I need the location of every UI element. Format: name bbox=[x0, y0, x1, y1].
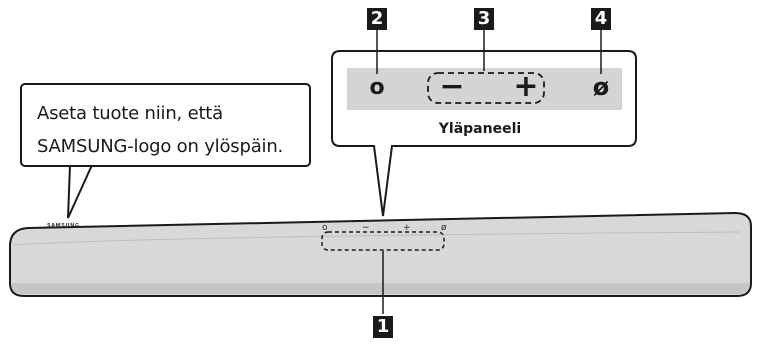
callout-badge-2: 2 bbox=[367, 8, 387, 30]
panel-title: Yläpaneeli bbox=[438, 121, 522, 137]
callout-badge-3: 3 bbox=[474, 8, 494, 30]
caption-pointer bbox=[67, 164, 93, 219]
volume-group-outline bbox=[427, 72, 545, 104]
volume-up-icon: + bbox=[513, 69, 539, 104]
soundbar-top-edge bbox=[13, 231, 741, 246]
caption-line-2: SAMSUNG-logo on ylöspäin. bbox=[37, 136, 284, 157]
bar-power-icon: o bbox=[322, 223, 328, 233]
power-button-icon: o bbox=[369, 75, 385, 100]
callout-badge-1: 1 bbox=[373, 316, 393, 338]
soundbar-logo: SAMSUNG bbox=[47, 223, 80, 229]
soundbar-bottom-shade bbox=[12, 283, 749, 294]
callout-badge-4: 4 bbox=[591, 8, 611, 30]
caption-line-1: Aseta tuote niin, että bbox=[37, 103, 223, 124]
volume-down-icon: − bbox=[439, 69, 465, 104]
panel-callout bbox=[331, 50, 637, 217]
bar-control-zone bbox=[321, 231, 445, 251]
soundbar bbox=[9, 211, 752, 297]
placement-caption-box: Aseta tuote niin, että SAMSUNG-logo on y… bbox=[20, 83, 311, 167]
source-button-icon: ø bbox=[592, 73, 610, 101]
bar-volume-up-icon: + bbox=[403, 223, 411, 233]
bar-source-icon: ø bbox=[441, 223, 447, 233]
panel-strip bbox=[347, 68, 622, 110]
bar-volume-down-icon: − bbox=[362, 223, 370, 233]
leader-lines bbox=[376, 30, 602, 314]
